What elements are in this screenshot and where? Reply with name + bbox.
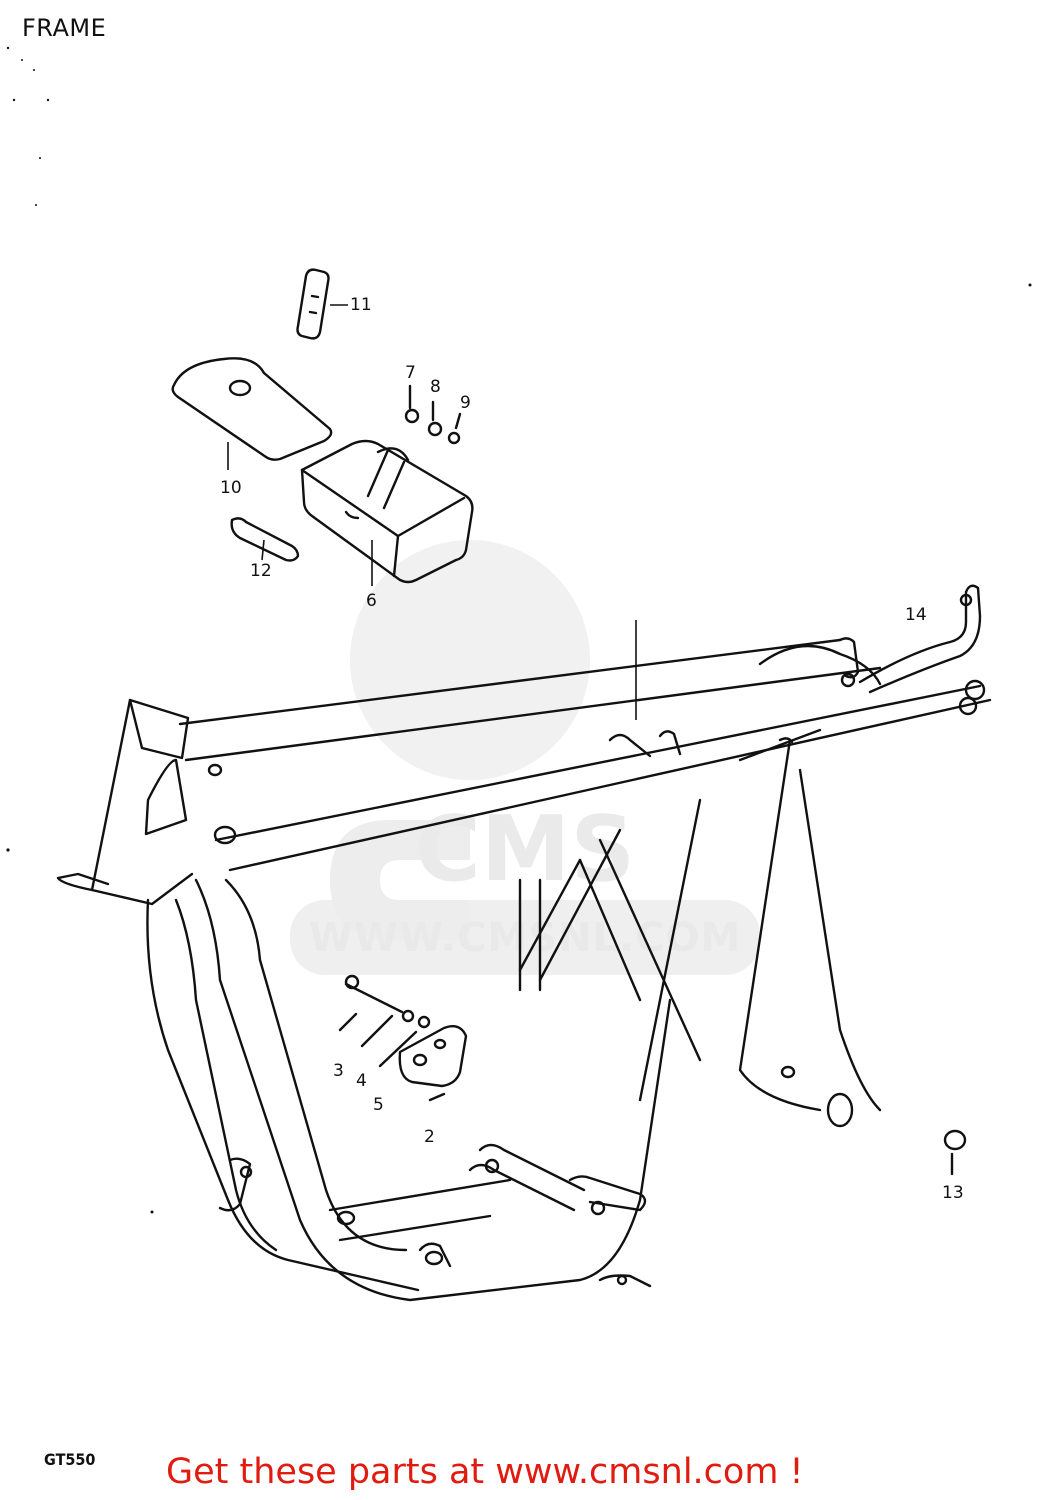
- model-code: GT550: [44, 1450, 96, 1469]
- callout-8: 8: [430, 377, 441, 397]
- strap-part: [296, 268, 330, 340]
- wrench-part: [230, 517, 300, 562]
- callout-labels: 11 10 7 8 9 12 6 14 3 4 5 2 13: [220, 295, 964, 1203]
- callout-3: 3: [333, 1061, 344, 1081]
- callout-2: 2: [424, 1127, 435, 1147]
- callout-10: 10: [220, 478, 242, 498]
- callout-11: 11: [350, 295, 372, 315]
- fastener-nuts: [404, 384, 462, 445]
- main-frame-part: [56, 584, 992, 1302]
- watermark-letters: CMS: [415, 797, 635, 902]
- diagram-title: FRAME: [22, 14, 107, 42]
- callout-12: 12: [250, 561, 272, 581]
- engine-bracket-parts: [338, 974, 468, 1102]
- footer-link[interactable]: Get these parts at www.cmsnl.com !: [166, 1452, 804, 1492]
- callout-4: 4: [356, 1071, 367, 1091]
- callout-5: 5: [373, 1095, 384, 1115]
- callout-6: 6: [366, 591, 377, 611]
- callout-7: 7: [405, 363, 416, 383]
- tray-cover-part: [171, 357, 333, 461]
- callout-14: 14: [905, 605, 927, 625]
- cap-part: [943, 1129, 967, 1176]
- callout-9: 9: [460, 393, 471, 413]
- tool-box-part: [300, 439, 474, 584]
- callout-13: 13: [942, 1183, 964, 1203]
